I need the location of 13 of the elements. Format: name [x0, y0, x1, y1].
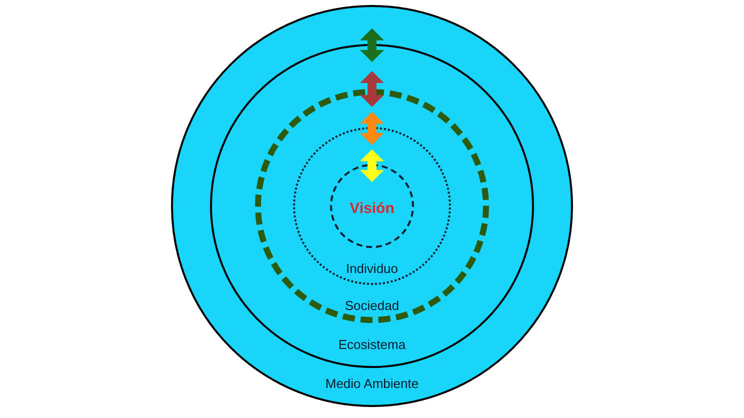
double-arrow	[360, 149, 384, 182]
ring-circle	[255, 89, 489, 323]
ring-label: Medio Ambiente	[325, 376, 419, 392]
ring-label: Sociedad	[344, 298, 400, 314]
double-arrow	[360, 71, 384, 107]
ring-label: Individuo	[346, 261, 398, 277]
double-arrow	[360, 28, 384, 62]
ring-circle	[330, 164, 414, 248]
ring-label: Visión	[350, 201, 394, 217]
ring-label: Ecosistema	[338, 337, 406, 353]
ring-circle	[293, 127, 451, 285]
ring-circle	[210, 44, 534, 368]
double-arrow	[360, 112, 384, 145]
